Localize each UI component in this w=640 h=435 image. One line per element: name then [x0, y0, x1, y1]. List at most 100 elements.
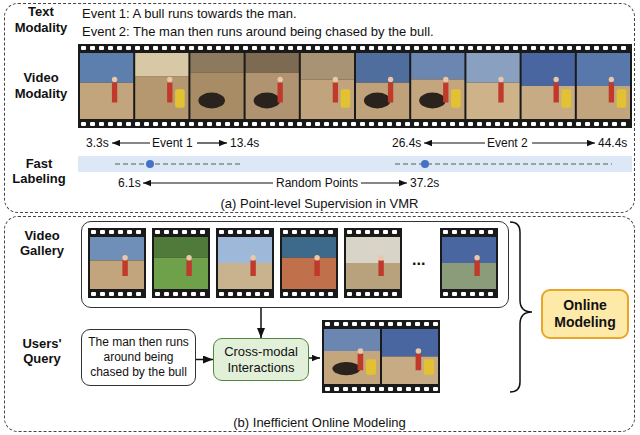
sprocket-hole — [219, 292, 224, 296]
sprocket-hole — [406, 387, 411, 391]
barrel-figure — [366, 359, 376, 374]
label: Random Points — [276, 176, 358, 191]
panel-caption: (a) Point-level Supervision in VMR — [5, 196, 634, 211]
frame-background — [346, 237, 400, 263]
sprocket-hole — [252, 46, 257, 50]
sprocket-hole — [504, 46, 509, 50]
sprocket-hole — [585, 122, 590, 126]
sprocket-hole — [388, 387, 393, 391]
frame-background — [577, 53, 630, 86]
man-figure — [167, 77, 172, 82]
sprocket-hole — [576, 122, 581, 126]
sprocket-hole — [324, 46, 329, 50]
sprocket-hole — [144, 46, 149, 50]
connector-arrow — [260, 308, 262, 338]
man-figure — [443, 77, 448, 82]
sprocket-hole — [441, 122, 446, 126]
sprocket-hole — [191, 230, 196, 234]
sprocket-hole — [423, 122, 428, 126]
sprocket-hole — [576, 46, 581, 50]
film-base — [78, 44, 632, 128]
barrel-figure — [617, 89, 627, 107]
sprocket-hole — [333, 122, 338, 126]
man-figure — [416, 348, 422, 354]
sprocket-hole — [310, 292, 315, 296]
sprocket-hole — [504, 122, 509, 126]
man-figure — [554, 77, 559, 82]
sprocket-hole — [540, 46, 545, 50]
sprocket-hole — [261, 122, 266, 126]
man-figure — [609, 77, 614, 82]
sprocket-hole — [612, 122, 617, 126]
man-figure — [358, 348, 364, 354]
film-base — [344, 228, 402, 298]
sprocket-hole — [470, 230, 475, 234]
sprocket-hole — [297, 122, 302, 126]
man-figure — [250, 255, 255, 260]
sprocket-hole — [126, 46, 131, 50]
sprocket-hole — [189, 46, 194, 50]
sprocket-hole — [495, 46, 500, 50]
bracket — [510, 222, 532, 392]
frame-background — [411, 53, 464, 79]
sprocket-hole — [461, 230, 466, 234]
sprocket-hole — [135, 122, 140, 126]
sprocket-hole — [486, 46, 491, 50]
label: Event 2: The man then runs around being … — [82, 24, 434, 40]
man-figure — [416, 354, 422, 371]
sprocket-hole — [522, 122, 527, 126]
sprocket-hole — [383, 230, 388, 234]
man-figure — [314, 255, 319, 260]
sprocket-hole — [383, 292, 388, 296]
event-span — [115, 163, 240, 165]
sprocket-hole — [424, 387, 429, 391]
sprocket-hole — [180, 122, 185, 126]
frame-background — [301, 53, 354, 79]
sprocket-hole — [414, 122, 419, 126]
span-arrow — [361, 182, 407, 183]
frame-background — [246, 53, 299, 73]
box-text: Online Modeling — [547, 297, 623, 331]
sprocket-hole — [109, 230, 114, 234]
sprocket-hole — [117, 46, 122, 50]
sprocket-hole — [397, 322, 402, 326]
sprocket-hole — [189, 122, 194, 126]
man-figure — [112, 83, 117, 103]
sprocket-hole — [328, 292, 333, 296]
sprocket-hole — [144, 122, 149, 126]
label: 13.4s — [230, 136, 259, 151]
sprocket-hole — [333, 46, 338, 50]
sprocket-hole — [378, 122, 383, 126]
sprocket-hole — [180, 46, 185, 50]
bull-figure — [332, 362, 360, 375]
sprocket-hole — [324, 122, 329, 126]
man-figure — [186, 255, 191, 260]
sprocket-hole — [621, 46, 626, 50]
sprocket-hole — [219, 230, 224, 234]
sprocket-hole — [234, 122, 239, 126]
sprocket-hole — [319, 292, 324, 296]
bull-figure — [254, 93, 281, 109]
sprocket-hole — [127, 230, 132, 234]
sprocket-hole — [479, 230, 484, 234]
sprocket-hole — [228, 292, 233, 296]
frame-ground — [382, 357, 438, 385]
sprocket-hole — [162, 122, 167, 126]
sprocket-hole — [99, 122, 104, 126]
box-text: The man then runs around being chased by… — [87, 335, 190, 380]
sprocket-hole — [200, 230, 205, 234]
sprocket-hole — [100, 230, 105, 234]
sprocket-hole — [90, 122, 95, 126]
sprocket-hole — [109, 292, 114, 296]
sprocket-hole — [136, 292, 141, 296]
sprocket-hole — [360, 122, 365, 126]
box-text: Cross-modal Interactions — [218, 344, 304, 376]
bull-figure — [364, 93, 391, 109]
frame-ground — [346, 263, 400, 289]
sprocket-hole — [443, 230, 448, 234]
sprocket-hole — [495, 122, 500, 126]
man-figure — [388, 77, 393, 82]
sprocket-hole — [182, 292, 187, 296]
sprocket-hole — [450, 46, 455, 50]
sprocket-hole — [283, 230, 288, 234]
